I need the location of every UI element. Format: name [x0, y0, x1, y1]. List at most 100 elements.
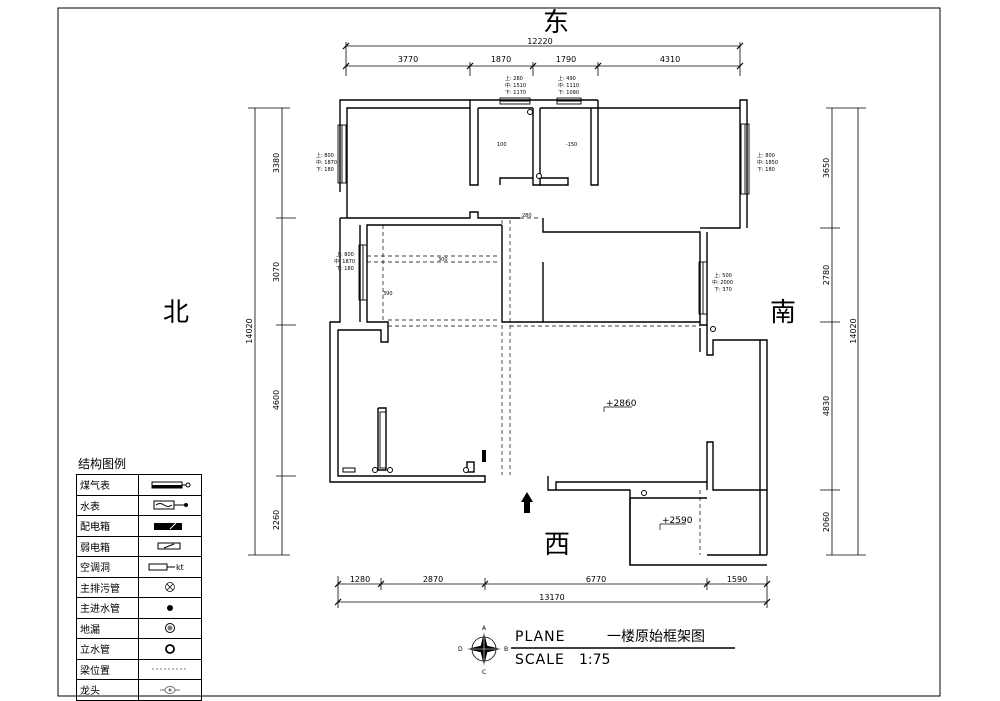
dim-right-seg-3: 4830 [822, 396, 831, 416]
legend-label: 梁位置 [76, 658, 139, 680]
bath2-level: -150 [566, 142, 577, 148]
windows [337, 97, 750, 469]
vertical-water-pipe-icon [372, 467, 378, 473]
dim-right-seg-1: 3650 [822, 158, 831, 178]
scale-label: SCALE [515, 652, 565, 668]
vertical-water-pipe-icon [463, 467, 469, 473]
legend-label: 弱电箱 [76, 535, 139, 557]
dim-top-seg-4: 4310 [660, 55, 680, 64]
legend-label: 主排污管 [76, 576, 139, 598]
legend-label: 主进水管 [76, 597, 139, 619]
svg-text:上: 800: 上: 800 [316, 152, 334, 159]
main-water-inlet-icon [167, 604, 173, 611]
window-notes: 上: 280 中: 1510 下: 1170 上: 490 中: 1110 下:… [316, 75, 778, 293]
sheet-border [57, 7, 941, 697]
svg-text:中: 1510: 中: 1510 [505, 82, 526, 89]
dim-bottom-total: 13170 [539, 593, 564, 602]
svg-text:中: 2000: 中: 2000 [712, 279, 733, 286]
floor-drain-icon [165, 623, 175, 634]
svg-text:kt: kt [176, 563, 184, 572]
legend-row: 水表 [76, 494, 202, 516]
main-level-mark: +2860 [606, 399, 637, 409]
legend-label: 配电箱 [76, 515, 139, 537]
dim-left-seg-3: 4600 [272, 390, 281, 410]
plane-label: PLANE [515, 629, 566, 645]
svg-text:下: 1170: 下: 1170 [505, 90, 526, 96]
svg-text:上: 800: 上: 800 [336, 251, 354, 258]
dim-top-seg-1: 3770 [398, 55, 418, 64]
beam-position-icon [152, 668, 188, 670]
legend-title: 结构图例 [78, 457, 127, 471]
dim-bottom-seg-1: 1280 [350, 575, 370, 584]
distribution-box-icon [482, 450, 486, 462]
legend-row: 空调洞 kt [76, 556, 202, 578]
svg-text:下: 1090: 下: 1090 [558, 90, 579, 96]
svg-text:中: 1870: 中: 1870 [334, 258, 355, 265]
svg-text:下: 180: 下: 180 [316, 167, 334, 173]
dim-bottom-seg-3: 6770 [586, 575, 606, 584]
vertical-water-pipe-icon [641, 490, 647, 496]
legend-label: 地漏 [76, 617, 139, 639]
svg-text:上: 500: 上: 500 [714, 272, 732, 279]
svg-text:A: A [482, 625, 487, 632]
vertical-water-pipe-icon [536, 173, 542, 179]
weak-current-box-icon [157, 542, 181, 550]
beam-level-2: 300 [438, 257, 448, 263]
main-drain-pipe-icon [165, 582, 175, 593]
svg-text:下: 180: 下: 180 [336, 266, 354, 272]
dim-right-total: 14020 [849, 318, 858, 343]
beam-level-1: 390 [383, 291, 393, 297]
direction-east-label: 东 [543, 8, 570, 38]
legend-label: 煤气表 [76, 474, 139, 496]
ac-hole-icon: kt [148, 563, 184, 572]
bath1-level: 100 [497, 142, 507, 148]
legend-label: 立水管 [76, 638, 139, 660]
water-meter-icon [153, 500, 188, 510]
distribution-box-icon [154, 522, 182, 530]
legend-row: 龙头 [76, 679, 202, 701]
scale-value: 1:75 [579, 652, 611, 668]
compass-icon: A B C D [458, 625, 508, 676]
dimension-ticks [334, 42, 771, 606]
dim-right-seg-2: 2780 [822, 265, 831, 285]
dim-bottom-seg-4: 1590 [727, 575, 747, 584]
direction-north-label: 北 [163, 298, 190, 328]
dimension-lines [248, 42, 866, 608]
svg-text:D: D [458, 646, 463, 653]
title-block: PLANE 一楼原始框架图 SCALE 1:75 [515, 626, 705, 672]
legend-row: 煤气表 [76, 474, 202, 496]
gas-meter-icon [151, 481, 191, 489]
beam-lines [367, 217, 701, 555]
svg-text:C: C [482, 669, 486, 676]
dim-left-total: 14020 [245, 318, 254, 343]
dim-top-seg-3: 1790 [556, 55, 576, 64]
legend-row: 配电箱 [76, 515, 202, 537]
legend-row: 地漏 [76, 617, 202, 639]
legend-label: 空调洞 [76, 556, 139, 578]
lower-level-mark: +2590 [662, 516, 693, 526]
legend-row: 梁位置 [76, 658, 202, 680]
svg-text:上: 800: 上: 800 [757, 152, 775, 159]
drawing-title: 一楼原始框架图 [607, 629, 705, 645]
pipe-fixtures [342, 109, 716, 496]
svg-text:中: 1110: 中: 1110 [558, 82, 579, 89]
entrance-arrow-icon [521, 492, 533, 513]
dim-bottom-seg-2: 2870 [423, 575, 443, 584]
dim-left-seg-1: 3380 [272, 153, 281, 173]
dim-left-seg-2: 3070 [272, 262, 281, 282]
svg-text:下: 180: 下: 180 [757, 167, 775, 173]
dim-top-seg-2: 1870 [491, 55, 511, 64]
structure-legend: 煤气表 水表 配电箱 弱电箱 空调洞 kt 主排污管 主进水管 地漏 立水管 梁… [76, 474, 202, 701]
distribution-box-icon [342, 467, 356, 473]
svg-text:B: B [504, 646, 508, 653]
beam-level-3: 280 [522, 213, 532, 219]
vertical-water-pipe-icon [387, 467, 393, 473]
dim-left-seg-4: 2260 [272, 510, 281, 530]
legend-row: 立水管 [76, 638, 202, 660]
walls [329, 99, 768, 566]
svg-text:上: 280: 上: 280 [505, 75, 523, 82]
svg-text:中: 1850: 中: 1850 [757, 159, 778, 166]
legend-label: 龙头 [76, 679, 139, 701]
legend-row: 主进水管 [76, 597, 202, 619]
